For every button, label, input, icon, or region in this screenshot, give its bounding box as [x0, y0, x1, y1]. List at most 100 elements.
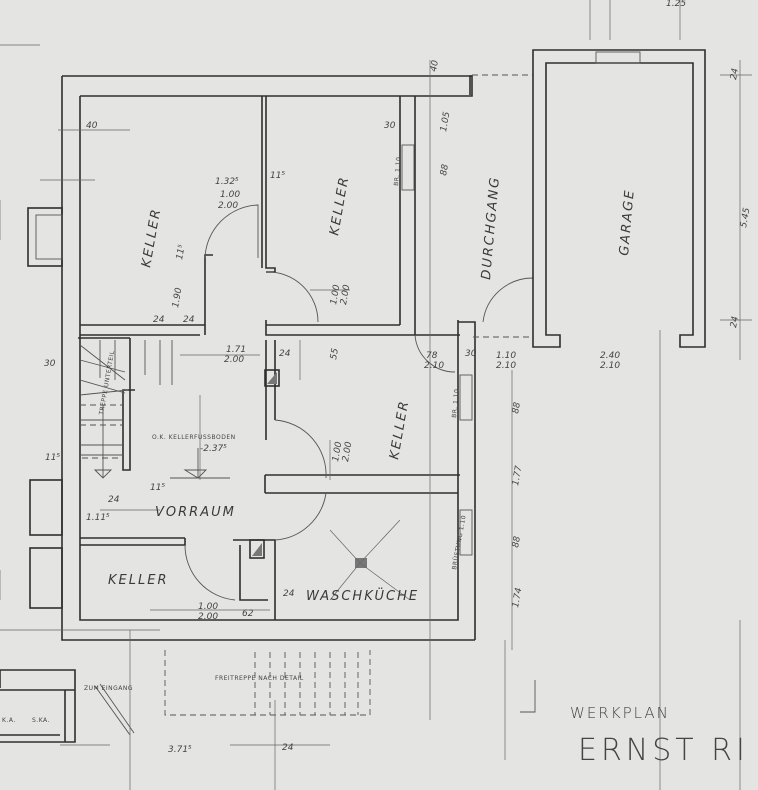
to-entrance-note: ZUM EINGANG [84, 685, 133, 692]
dim: 1.00 [220, 190, 240, 200]
dim: 24 [282, 743, 294, 753]
door-durchgang-s [414, 334, 456, 373]
entrance-ramp [94, 683, 135, 736]
dim: 88 [511, 535, 523, 548]
stair-dashed [80, 404, 122, 459]
durchgang-top-wall [469, 75, 472, 95]
garage-door-top [595, 51, 641, 64]
dim: 2.40 [600, 351, 620, 361]
window-left-1-inner [35, 214, 63, 260]
dim: 1.90 [171, 287, 184, 309]
dim: 62 [242, 609, 254, 619]
small-note-b: S.KA. [32, 717, 50, 724]
door-keller-sw [184, 544, 236, 601]
dim: 30 [44, 359, 56, 369]
dim: 30 [465, 349, 477, 359]
floor-slope-lines [329, 519, 411, 601]
window-wk-note: BRÜSTUNG 1.10 [451, 515, 468, 571]
dim: 1.71 [226, 345, 246, 355]
room-label-keller-sw: KELLER [108, 573, 168, 588]
dim: 11⁵ [45, 453, 60, 463]
room-label-garage: GARAGE [617, 188, 638, 256]
room-label-keller-n: KELLER [327, 175, 352, 237]
dim: 88 [511, 401, 523, 414]
wall-keller-sw-top [80, 537, 186, 546]
window-e-note: BR. 1.10 [451, 388, 461, 418]
dim: 1.74 [511, 587, 524, 609]
window-left-1 [27, 207, 63, 267]
window-left-2 [29, 479, 63, 536]
dimension-texts: 40 1.32⁵ 11⁵ 1.00 2.00 11⁵ 1.90 24 24 30… [44, 0, 752, 755]
dim: 88 [439, 163, 451, 176]
freitreppe-outline [164, 650, 371, 716]
chimney-2-fill [252, 543, 262, 556]
dim: 24 [729, 67, 741, 80]
garage [469, 49, 706, 348]
garage-outer [532, 49, 706, 348]
door-keller-e [274, 419, 327, 479]
door-waschkueche [274, 492, 327, 541]
dim: 3.71⁵ [168, 745, 192, 755]
room-label-keller-e: KELLER [387, 399, 412, 461]
door-durchgang [482, 277, 534, 323]
wall-waschkueche-left [233, 539, 276, 620]
window-wk [459, 509, 473, 556]
stair-treads [79, 340, 173, 456]
dim: 1.25 [666, 0, 686, 9]
room-label-vorraum: VORRAUM [155, 505, 236, 520]
dim: 24 [283, 589, 295, 599]
dim: 2.00 [341, 441, 354, 463]
wall-keller-e-bottom [264, 474, 460, 494]
dim: 78 [426, 351, 438, 361]
outer-wall-left-inner [79, 96, 459, 621]
dim: 2.00 [218, 201, 238, 211]
floor-level-value: -2.37⁵ [200, 444, 227, 454]
dim: 2.10 [600, 361, 620, 371]
outdoor [0, 650, 536, 743]
dim: 1.00 [329, 284, 342, 306]
floor-drain [355, 558, 367, 568]
doors [184, 204, 534, 601]
small-note-a: K.A. [2, 717, 16, 724]
dim: 1.10 [496, 351, 516, 361]
room-label-durchgang: DURCHGANG [479, 175, 503, 280]
dim: 1.32⁵ [215, 177, 239, 187]
room-label-keller-nw: KELLER [139, 207, 164, 269]
dim: 1.77 [511, 465, 524, 487]
window-n-note: BR. 1.10 [393, 156, 403, 186]
dim: 2.00 [198, 612, 218, 622]
dim: 2.10 [424, 361, 444, 371]
dim: 11⁵ [175, 244, 188, 261]
dim: 30 [384, 121, 396, 131]
outer-wall-top [61, 75, 475, 641]
floor-level-label: O.K. KELLERFUSSBODEN [152, 434, 236, 441]
wall-vorraum-right [265, 340, 276, 440]
stair-note: TREPPE UNTERTEIL [98, 350, 116, 417]
dim: 40 [429, 59, 441, 72]
door-keller-n [265, 271, 319, 323]
chimney-1-fill [267, 372, 277, 384]
entrance-wall [0, 669, 76, 743]
owner-name: ERNST RI [578, 733, 749, 768]
chimney-2 [249, 539, 265, 559]
stairs [79, 340, 173, 479]
misc-mark [520, 680, 536, 713]
room-label-waschkueche: WASCHKÜCHE [306, 587, 419, 604]
dim: 24 [183, 315, 195, 325]
dim: 11⁵ [150, 483, 165, 493]
wall-durchgang [399, 96, 416, 335]
dim: 24 [153, 315, 165, 325]
dim: 24 [108, 495, 120, 505]
dim: 55 [329, 347, 341, 360]
window-left-3 [29, 547, 63, 609]
partition-keller [261, 96, 276, 273]
stair-arrow [93, 405, 113, 479]
dim: 2.10 [496, 361, 516, 371]
plan-type: WERKPLAN [570, 704, 670, 722]
dim: 1.11⁵ [86, 513, 110, 523]
dim: 1.00 [198, 602, 218, 612]
dim: 1.00 [331, 441, 344, 463]
